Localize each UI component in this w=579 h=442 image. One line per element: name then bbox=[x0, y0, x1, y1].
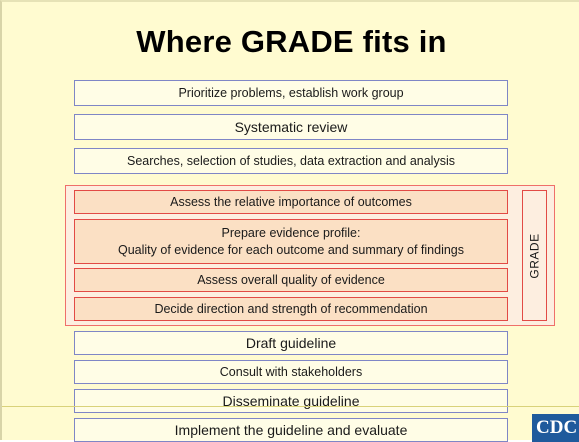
cdc-logo: CDC bbox=[532, 414, 579, 442]
step-decide-direction: Decide direction and strength of recomme… bbox=[74, 297, 508, 321]
step-assess-overall-quality: Assess overall quality of evidence bbox=[74, 268, 508, 292]
grade-label-box: GRADE bbox=[522, 190, 547, 321]
step-prepare-evidence-profile: Prepare evidence profile: Quality of evi… bbox=[74, 219, 508, 264]
step-assess-importance: Assess the relative importance of outcom… bbox=[74, 190, 508, 214]
step-consult-stakeholders: Consult with stakeholders bbox=[74, 360, 508, 384]
step-implement-evaluate: Implement the guideline and evaluate bbox=[74, 418, 508, 442]
step-prioritize-problems: Prioritize problems, establish work grou… bbox=[74, 80, 508, 106]
slide-title: Where GRADE fits in bbox=[136, 24, 447, 59]
step-systematic-review: Systematic review bbox=[74, 114, 508, 140]
evidence-profile-line2: Quality of evidence for each outcome and… bbox=[117, 242, 464, 257]
footer-divider bbox=[2, 406, 579, 407]
step-draft-guideline: Draft guideline bbox=[74, 331, 508, 355]
step-disseminate-guideline: Disseminate guideline bbox=[74, 389, 508, 413]
step-searches-selection: Searches, selection of studies, data ext… bbox=[74, 148, 508, 174]
evidence-profile-line1: Prepare evidence profile: bbox=[221, 225, 361, 240]
grade-label: GRADE bbox=[527, 232, 542, 279]
